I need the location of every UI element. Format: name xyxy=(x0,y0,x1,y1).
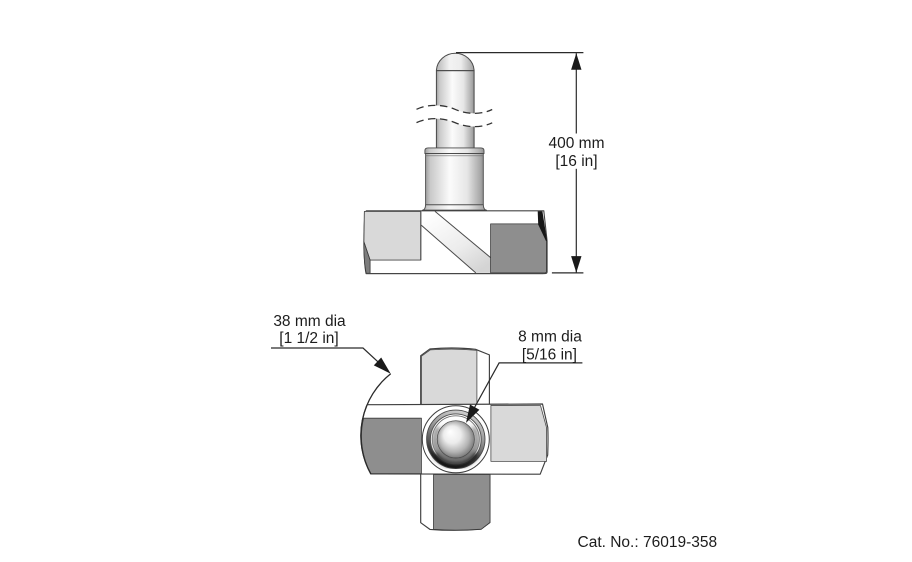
svg-text:38 mm dia: 38 mm dia xyxy=(273,313,346,330)
svg-text:8 mm dia: 8 mm dia xyxy=(518,329,582,346)
svg-text:[16 in]: [16 in] xyxy=(555,153,597,170)
svg-text:400 mm: 400 mm xyxy=(549,135,605,152)
svg-text:[5/16 in]: [5/16 in] xyxy=(522,347,577,364)
svg-text:[1 1/2 in]: [1 1/2 in] xyxy=(279,330,338,347)
svg-text:Cat. No.: 76019-358: Cat. No.: 76019-358 xyxy=(578,534,718,551)
